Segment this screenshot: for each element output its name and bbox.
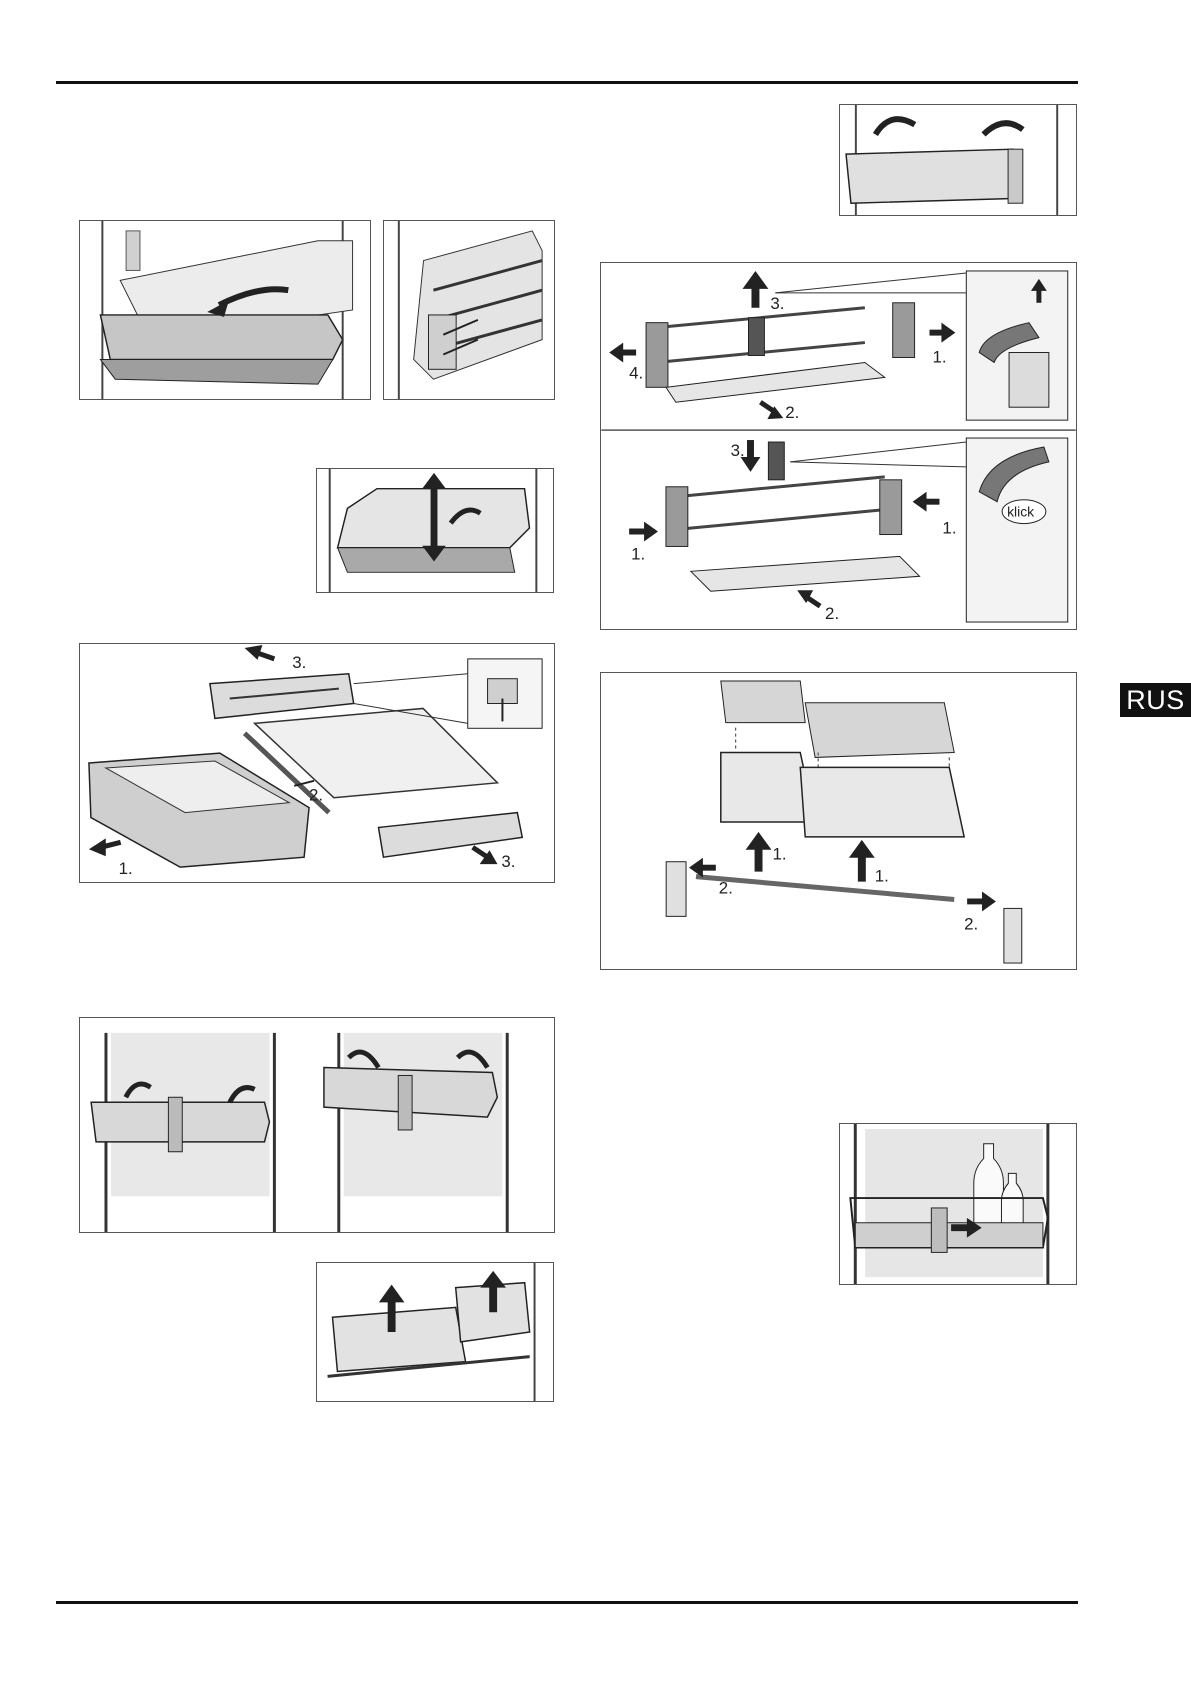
language-tab: RUS <box>1120 683 1191 717</box>
drawer-rails-illustration <box>384 221 554 399</box>
bottle-shelf-tilt-illustration <box>80 1018 554 1232</box>
figure-drawer-pullout <box>79 220 371 400</box>
figure-door-rack-assembly: 1. 1. 2. 2. <box>600 672 1077 970</box>
step-label: 3. <box>731 441 745 460</box>
header-rule <box>56 81 1078 84</box>
step-label: 4. <box>629 363 643 382</box>
figure-bottle-holder <box>839 1123 1077 1285</box>
footer-rule <box>56 1601 1078 1604</box>
drawer-pullout-illustration <box>80 221 370 399</box>
step-label: 3. <box>770 294 784 313</box>
figure-boxes-lift <box>316 1262 554 1402</box>
step-label: 1. <box>875 867 889 886</box>
drawer-lift-illustration <box>317 469 553 592</box>
figure-door-boxes-tilt <box>839 104 1077 216</box>
step-label: 2. <box>785 403 799 422</box>
step-label: 2. <box>309 786 323 805</box>
figure-drawer-rails <box>383 220 555 400</box>
figure-shelf-removal: 3. 1. 4. 2. klick 3. 1. 1. 2. <box>600 262 1077 630</box>
step-label: 2. <box>825 604 839 623</box>
step-label: 2. <box>964 914 978 933</box>
figure-bottle-shelf-tilt <box>79 1017 555 1233</box>
door-rack-assembly-illustration: 1. 1. 2. 2. <box>601 673 1076 969</box>
figure-crisper-exploded: 3. 1. 2. 3. <box>79 643 555 883</box>
shelf-removal-illustration: 3. 1. 4. 2. klick 3. 1. 1. 2. <box>601 263 1076 629</box>
figure-drawer-lift <box>316 468 554 593</box>
bottle-holder-illustration <box>840 1124 1076 1284</box>
step-label: 1. <box>772 845 786 864</box>
step-label: 1. <box>942 519 956 538</box>
step-label: 2. <box>719 879 733 898</box>
step-label: 1. <box>932 347 946 366</box>
klick-label: klick <box>1007 504 1034 520</box>
crisper-exploded-illustration: 3. 1. 2. 3. <box>80 644 554 882</box>
step-label: 3. <box>292 653 306 672</box>
step-label: 1. <box>119 859 133 878</box>
boxes-lift-illustration <box>317 1263 553 1401</box>
step-label: 1. <box>631 544 645 563</box>
door-boxes-tilt-illustration <box>840 105 1076 215</box>
step-label: 3. <box>501 852 515 871</box>
